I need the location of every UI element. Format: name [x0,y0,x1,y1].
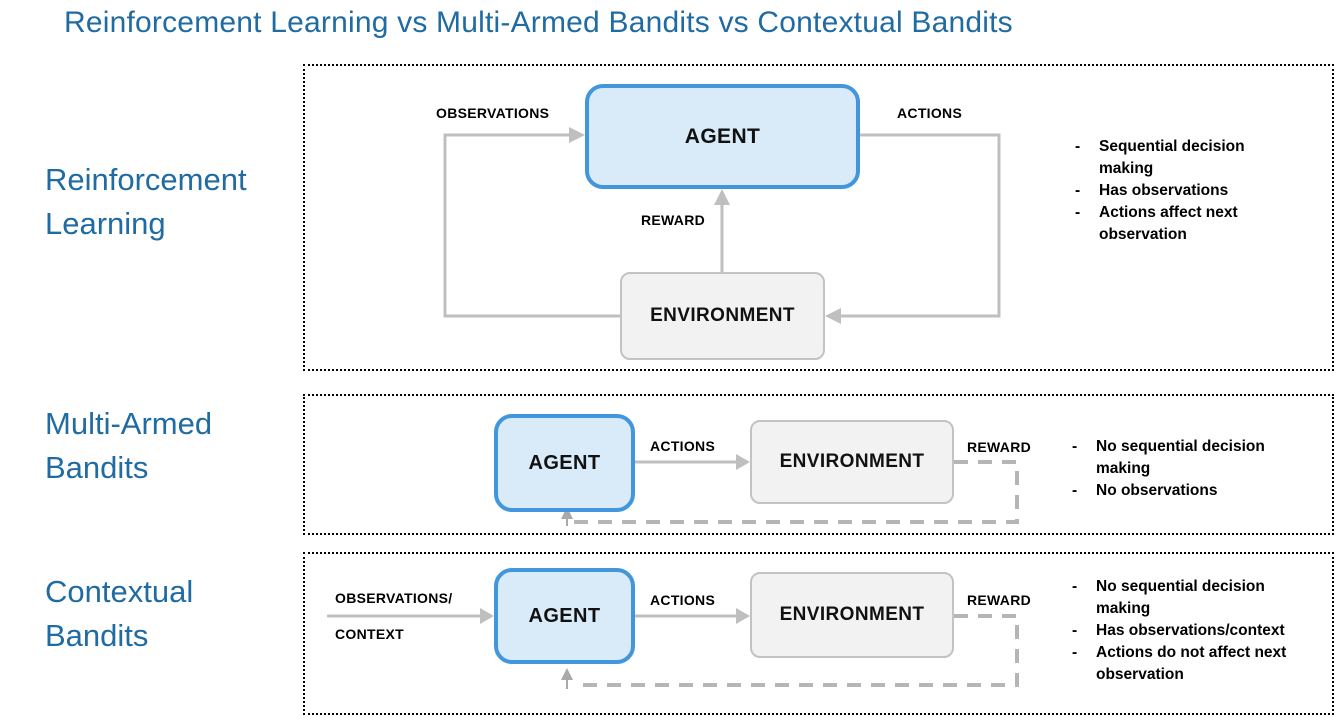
page-title: Reinforcement Learning vs Multi-Armed Ba… [64,6,1013,39]
panel-notes: - Sequential decision making - Has observa… [1075,136,1281,246]
note-item: - Has observations/context [1072,620,1314,642]
side-label-multi-armed-bandits: Multi-Armed Bandits [45,402,212,490]
agent-node: AGENT [494,568,635,664]
note-item: - No sequential decision making [1072,436,1312,480]
actions-edge-label: ACTIONS [650,592,716,608]
note-text: Has observations [1099,182,1229,199]
observations-context-line: CONTEXT [335,626,404,642]
note-text: Actions do not affect next observation [1096,644,1287,683]
reward-return-arrowhead-icon [561,507,573,519]
observations-arrow-line [443,133,620,318]
observations-context-edge-label: OBSERVATIONS/ CONTEXT [335,580,452,652]
bullet-dash: - [1072,578,1078,595]
actions-arrow-line [841,133,1001,318]
reward-dashed-line [573,460,1019,524]
reward-return-arrowhead-icon [561,668,573,680]
panel-notes: - No sequential decision making - Has obse… [1072,576,1314,686]
agent-node: AGENT [494,414,635,512]
side-label-line: Reinforcement [45,162,247,197]
actions-edge-label: ACTIONS [897,105,963,121]
reward-arrowhead-icon [714,189,730,205]
side-label-line: Bandits [45,618,149,653]
bullet-dash: - [1072,482,1078,499]
side-label-contextual-bandits: Contextual Bandits [45,570,193,658]
note-text: No sequential decision making [1096,438,1265,477]
note-text: No observations [1096,482,1218,499]
panel-reinforcement-learning: AGENT ENVIRONMENT OBSERVATIONS ACTIONS R… [303,64,1334,371]
side-label-line: Bandits [45,450,149,485]
observations-arrowhead-icon [480,608,494,624]
note-item: - No sequential decision making [1072,576,1314,620]
bullet-dash: - [1072,644,1078,661]
panel-multi-armed-bandits: AGENT ENVIRONMENT ACTIONS REWARD - No seq… [303,394,1334,535]
panel-contextual-bandits: OBSERVATIONS/ CONTEXT AGENT ENVIRONMENT … [303,552,1334,715]
actions-arrowhead-icon [736,608,750,624]
actions-arrowhead-icon [825,308,841,324]
observations-arrowhead-icon [569,127,585,143]
multi-armed-bandits-arrows [561,454,1019,526]
reward-edge-label: REWARD [641,212,706,228]
side-label-reinforcement-learning: Reinforcement Learning [45,158,247,246]
side-label-line: Contextual [45,574,194,609]
bullet-dash: - [1075,204,1081,221]
reward-edge-label: REWARD [967,592,1032,608]
note-item: - Actions do not affect next observation [1072,642,1314,686]
panel-notes: - No sequential decision making - No obser… [1072,436,1312,502]
bullet-dash: - [1075,182,1081,199]
observations-edge-label: OBSERVATIONS [436,105,550,121]
note-text: Sequential decision making [1099,138,1245,177]
note-item: - Has observations [1075,180,1281,202]
note-text: Has observations/context [1096,622,1285,639]
bullet-dash: - [1072,438,1078,455]
bullet-dash: - [1075,138,1081,155]
observations-context-line: OBSERVATIONS/ [335,590,453,606]
reward-edge-label: REWARD [967,439,1032,455]
side-label-line: Learning [45,206,166,241]
actions-arrowhead-icon [736,454,750,470]
reinforcement-learning-arrows [443,127,1001,324]
environment-node: ENVIRONMENT [750,572,954,658]
environment-node: ENVIRONMENT [750,420,954,504]
note-item: - Actions affect next observation [1075,202,1281,246]
note-text: No sequential decision making [1096,578,1265,617]
note-text: Actions affect next observation [1099,204,1238,243]
note-item: - Sequential decision making [1075,136,1281,180]
environment-node: ENVIRONMENT [620,272,825,360]
reward-dashed-line [573,614,1019,687]
side-label-line: Multi-Armed [45,406,213,441]
actions-edge-label: ACTIONS [650,438,716,454]
bullet-dash: - [1072,622,1078,639]
agent-node: AGENT [585,84,860,189]
contextual-bandits-arrows [327,608,1019,689]
note-item: - No observations [1072,480,1312,502]
